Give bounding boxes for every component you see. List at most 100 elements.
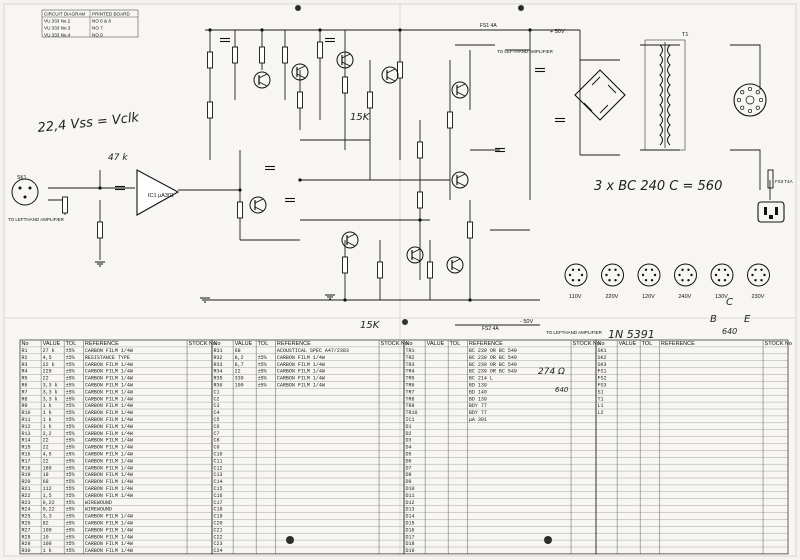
bom-cell: BC 239 OR BC 549 bbox=[469, 355, 517, 361]
bom-cell: CARBON FILM 1/4W bbox=[277, 362, 325, 368]
bom-cell: BC 239 OR BC 549 bbox=[469, 362, 517, 368]
bom-cell: ±5% bbox=[66, 355, 75, 361]
bom-header-cell: VALUE bbox=[235, 341, 253, 347]
resistor-symbol bbox=[342, 256, 348, 274]
bom-cell: ±5% bbox=[66, 445, 75, 451]
bom-cell: 0,22 bbox=[43, 500, 55, 506]
bom-cell: R10 bbox=[22, 410, 31, 416]
bom-cell: BD 139 bbox=[469, 396, 487, 402]
punch-hole bbox=[402, 319, 408, 325]
resistor-symbol bbox=[207, 51, 213, 69]
transistor-symbol bbox=[291, 63, 309, 81]
bom-cell: CARBON FILM 1/4W bbox=[85, 369, 133, 375]
bom-cell: IC1 bbox=[406, 417, 415, 423]
bom-cell: CARBON FILM 1/4W bbox=[85, 383, 133, 389]
input-socket-sk1: SK1 TO LEFTHAND AMPLIFIER bbox=[8, 175, 65, 222]
bom-cell: C11 bbox=[214, 458, 223, 464]
bom-cell: D16 bbox=[406, 527, 415, 533]
resistor-symbol bbox=[427, 261, 433, 279]
bom-cell: CARBON FILM 1/4W bbox=[85, 465, 133, 471]
voltage-tap-120V: 120V bbox=[637, 263, 661, 300]
handwritten-bce-e: E bbox=[744, 314, 751, 325]
bom-cell: TR9 bbox=[406, 403, 415, 409]
voltage-tap-label: 120V bbox=[642, 294, 655, 300]
handwritten-274: 274 Ω bbox=[538, 367, 565, 377]
bom-cell: C15 bbox=[214, 486, 223, 492]
bom-cell: CARBON FILM 1/4W bbox=[85, 479, 133, 485]
voltage-tap-130V: 130V bbox=[710, 263, 734, 300]
title-block-cell: VU 333 No.2 bbox=[44, 19, 71, 24]
bom-cell: R29 bbox=[22, 541, 31, 547]
bom-cell: TR6 bbox=[406, 383, 415, 389]
voltage-tap-220V: 220V bbox=[601, 263, 624, 300]
punch-hole bbox=[295, 5, 301, 11]
selector-pin bbox=[736, 97, 742, 103]
bom-cell: ±5% bbox=[66, 383, 75, 389]
fuse1-label: FS1 4A bbox=[480, 23, 497, 29]
selector-pin bbox=[755, 105, 760, 110]
bom-cell: C23 bbox=[214, 541, 223, 547]
bom-cell: TR2 bbox=[406, 355, 415, 361]
handwritten-bce-c: C bbox=[726, 297, 733, 308]
bom-cell: BDY 77 bbox=[469, 410, 487, 416]
handwritten-640: 640 bbox=[555, 386, 569, 394]
bom-cell: R3 bbox=[22, 362, 28, 368]
bom-cell: CARBON FILM 1/4W bbox=[85, 362, 133, 368]
bom-cell: 22 bbox=[43, 376, 49, 382]
handwritten-bce-num: 640 bbox=[722, 327, 737, 336]
bom-cell: CARBON FILM 1/4W bbox=[85, 438, 133, 444]
bom-cell: R22 bbox=[22, 493, 31, 499]
bom-cell: BC 239 OR BC 549 bbox=[469, 348, 517, 354]
bom-cell: 1 k bbox=[43, 410, 52, 416]
bom-cell: ±5% bbox=[66, 452, 75, 458]
bom-cell: ±5% bbox=[66, 362, 75, 368]
bom-cell: R13 bbox=[22, 431, 31, 437]
bom-cell: R23 bbox=[22, 500, 31, 506]
selector-pin bbox=[747, 108, 753, 114]
resistor-symbol bbox=[377, 261, 383, 279]
bom-cell: TR8 bbox=[406, 396, 415, 402]
voltage-tap-230V: 230V bbox=[747, 263, 770, 300]
bom-cell: 100 bbox=[235, 383, 244, 389]
bom-cell: D11 bbox=[406, 493, 415, 499]
bom-cell: R20 bbox=[22, 479, 31, 485]
resistor-symbol bbox=[297, 91, 303, 109]
selector-pin bbox=[755, 90, 760, 95]
bom-cell: 1 k bbox=[43, 417, 52, 423]
bom-cell: TR3 bbox=[406, 362, 415, 368]
bom-cell: R14 bbox=[22, 438, 31, 444]
bom-cell: CARBON FILM 1/4W bbox=[85, 452, 133, 458]
bom-cell: D13 bbox=[406, 507, 415, 513]
voltage-tap-label: 240V bbox=[679, 294, 692, 300]
bom-cell: CARBON FILM 1/4W bbox=[85, 445, 133, 451]
to-left-amp-label-1: TO LEFTHAND AMPLIFIER bbox=[8, 217, 65, 222]
title-block-cell: VU 333 No.4 bbox=[44, 33, 71, 38]
bom-cell: D14 bbox=[406, 514, 415, 520]
bom-cell: S1 bbox=[598, 389, 604, 395]
bom-header-cell: No bbox=[22, 341, 29, 347]
bom-cell: C2 bbox=[214, 396, 220, 402]
bom-cell: RESISTANCE TYPE bbox=[85, 355, 130, 361]
capacitor-symbol bbox=[535, 67, 545, 73]
bom-cell: 3,3 k bbox=[43, 383, 58, 389]
resistor-symbol bbox=[447, 111, 453, 129]
bom-cell: C14 bbox=[214, 479, 223, 485]
bom-cell: R25 bbox=[22, 514, 31, 520]
plus-supply-label: + 50V bbox=[550, 29, 565, 35]
bom-cell: R27 bbox=[22, 527, 31, 533]
ground-symbol bbox=[325, 294, 335, 300]
bom-cell: R17 bbox=[22, 458, 31, 464]
bom-cell: C3 bbox=[214, 403, 220, 409]
bom-cell: ±5% bbox=[66, 403, 75, 409]
junction-dot bbox=[528, 28, 532, 32]
bom-cell: C7 bbox=[214, 431, 220, 437]
bom-cell: CARBON FILM 1/4W bbox=[85, 486, 133, 492]
bom-cell: CARBON FILM 1/4W bbox=[85, 527, 133, 533]
resistor-symbol bbox=[62, 196, 68, 214]
bom-cell: D10 bbox=[406, 486, 415, 492]
bom-cell: ±5% bbox=[66, 458, 75, 464]
bom-cell: 3,3 k bbox=[43, 389, 58, 395]
transistor-symbol bbox=[341, 231, 359, 249]
